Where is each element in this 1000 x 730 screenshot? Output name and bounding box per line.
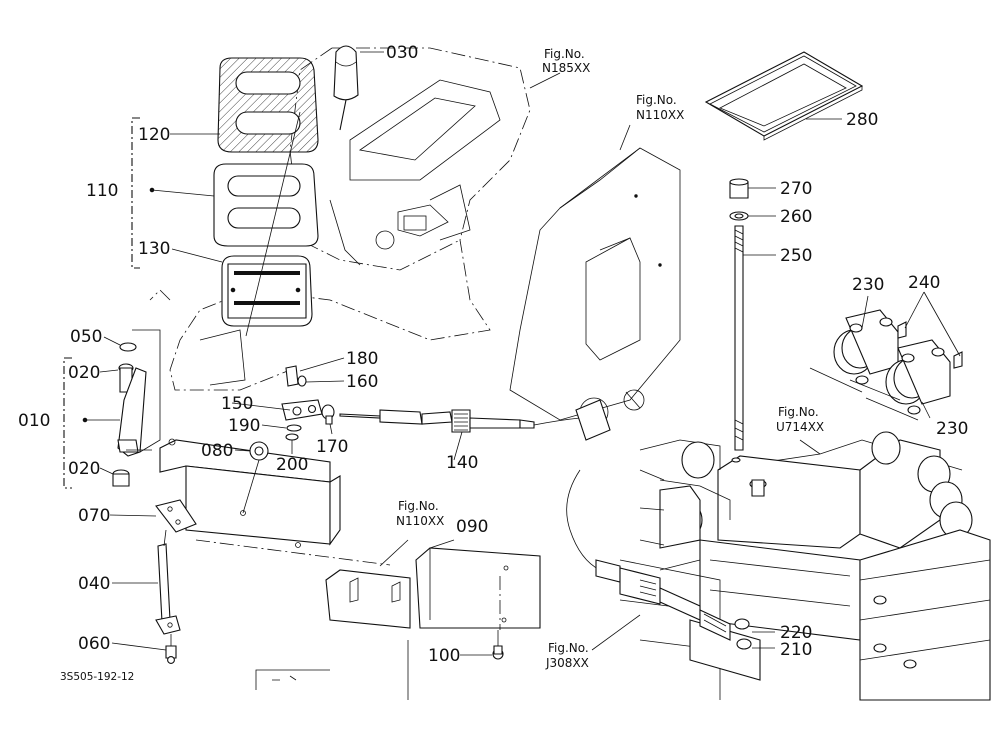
part-label-150: 150 [221,394,253,414]
part-label-230-top: 230 [852,275,884,295]
solenoid-230b [885,339,963,415]
fig-ref-u714-code: U714XX [776,420,824,434]
part-label-090: 090 [456,517,488,537]
fig-ref-j308-code: J308XX [545,656,589,670]
part-label-110: 110 [86,181,118,201]
part-label-220: 220 [780,623,812,643]
fig-ref-n110-code: N110XX [636,108,684,122]
part-label-140: 140 [446,453,478,473]
fig-ref-j308-title: Fig.No. [548,641,589,655]
gate-plate-110 [213,163,319,247]
clip-100 [492,630,504,660]
leader-lines [99,51,961,656]
bracket-plate [155,438,391,566]
part-label-010: 010 [18,411,50,431]
rod-040 [155,529,181,635]
part-label-240: 240 [908,273,940,293]
part-label-230-bottom: 230 [936,419,968,439]
part-label-050: 050 [70,327,102,347]
figure-references: Fig.No. N185XX Fig.No. N110XX Fig.No. U7… [396,47,824,670]
part-label-030: 030 [386,43,418,63]
part-number-labels: 030 120 110 130 050 020 010 020 070 040 … [18,43,968,666]
bolt-060 [165,634,177,664]
part-label-070: 070 [78,506,110,526]
part-label-200: 200 [276,455,308,475]
part-label-060: 060 [78,634,110,654]
fig-ref-n110-title: Fig.No. [636,93,677,107]
fig-ref-n110b-code: N110XX [396,514,444,528]
part-label-250: 250 [780,246,812,266]
part-label-210: 210 [780,640,812,660]
part-label-190: 190 [228,416,260,436]
cable-end-210 [566,469,752,650]
lever-arm-010 [112,329,161,487]
part-label-040: 040 [78,574,110,594]
manual-280 [704,51,864,141]
part-label-120: 120 [138,125,170,145]
part-label-270: 270 [780,179,812,199]
fig-ref-n185-title: Fig.No. [544,47,585,61]
valve-block [619,431,991,701]
part-label-100: 100 [428,646,460,666]
gate-plate-130 [221,255,313,327]
stud-bolt-250 [729,178,749,451]
lever-knob-030 [333,45,359,131]
part-label-020-top: 020 [68,363,100,383]
part-label-280: 280 [846,110,878,130]
part-label-260: 260 [780,207,812,227]
part-label-170: 170 [316,437,348,457]
fig-ref-n185-code: N185XX [542,61,590,75]
part-label-130: 130 [138,239,170,259]
shift-cable-140 [281,365,581,461]
fig-ref-u714-title: Fig.No. [778,405,819,419]
cover-090 [325,547,541,630]
gate-plate-120 [217,57,319,153]
part-label-080: 080 [201,441,233,461]
solenoid-230a [833,309,907,385]
drawing-code: 3S505-192-12 [60,671,134,683]
fig-ref-n110b-title: Fig.No. [398,499,439,513]
console-cover [509,147,681,441]
part-label-160: 160 [346,372,378,392]
part-label-180: 180 [346,349,378,369]
part-label-020-bottom: 020 [68,459,100,479]
nut-080 [242,441,269,514]
